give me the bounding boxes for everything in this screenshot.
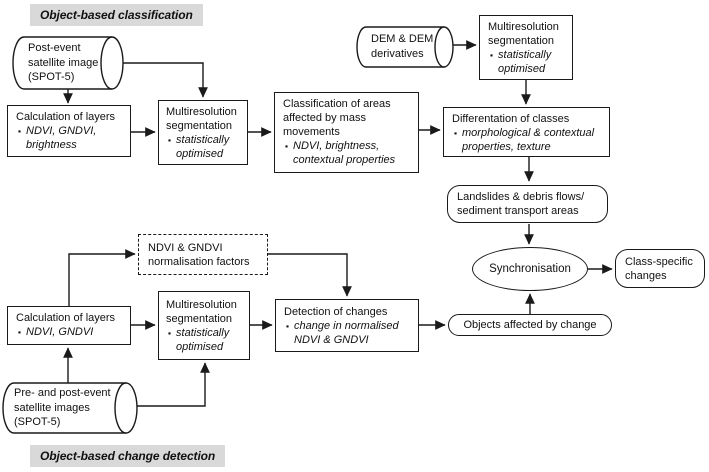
section-header-classification: Object-based classification	[30, 4, 203, 26]
bullet-list: ▪ morphological & contextual properties,…	[454, 127, 595, 153]
bullet-icon: ▪	[168, 135, 172, 145]
arrow-postevent-to-segmentation	[123, 62, 208, 98]
bullet-icon: ▪	[285, 141, 289, 151]
objects-affected-box: Objects affected by change	[448, 314, 612, 336]
calc-layers-top-box: Calculation of layers ▪ NDVI, GNDVI, bri…	[7, 105, 131, 157]
segmentation-classification-box: Multiresolution segmentation ▪ statistic…	[158, 100, 248, 165]
landslides-result-box: Landslides & debris flows/ sediment tran…	[447, 185, 608, 223]
synchronisation-ellipse: Synchronisation	[472, 247, 588, 291]
postevent-cylinder-cap	[100, 36, 124, 90]
segmentation-change-box: Multiresolution segmentation ▪ statistic…	[158, 291, 250, 360]
dem-cylinder-cap	[434, 26, 454, 68]
postevent-cylinder-label: Post-event satellite image (SPOT-5)	[28, 42, 99, 83]
detection-changes-box: Detection of changes ▪ change in normali…	[275, 299, 419, 352]
prepost-cylinder-cap	[114, 382, 138, 434]
bullet-list: ▪ NDVI, brightness, contextual propertie…	[285, 140, 396, 166]
arrow-normalisation-to-detection	[268, 253, 352, 297]
segmentation-dem-box: Multiresolution segmentation ▪ statistic…	[479, 15, 573, 80]
arrow-prepost-to-segmentation	[137, 362, 210, 407]
normalisation-factors-box: NDVI & GNDVI normalisation factors	[138, 234, 268, 275]
prepost-cylinder-shape	[2, 382, 126, 434]
bullet-icon: ▪	[490, 50, 494, 60]
bullet-icon: ▪	[286, 321, 290, 331]
bullet-list: ▪ change in normalised NDVI & GNDVI	[286, 320, 399, 346]
bullet-list: ▪ statistically optimised	[168, 327, 230, 353]
bullet-icon: ▪	[18, 327, 22, 337]
bullet-list: ▪ NDVI, GNDVI	[18, 326, 94, 338]
section-header-change-detection: Object-based change detection	[30, 445, 226, 467]
bullet-icon: ▪	[18, 126, 22, 136]
bullet-list: ▪ NDVI, GNDVI, brightness	[18, 125, 97, 151]
differentation-box: Differentation of classes ▪ morphologica…	[443, 107, 610, 157]
classification-areas-box: Classification of areas affected by mass…	[274, 92, 419, 173]
dem-cylinder-shape	[356, 26, 444, 68]
postevent-cylinder-shape	[12, 36, 112, 90]
arrow-calcbottom-to-normalisation	[68, 249, 136, 306]
calc-layers-bottom-box: Calculation of layers ▪ NDVI, GNDVI	[7, 306, 131, 345]
class-specific-changes-box: Class-specific changes	[615, 249, 705, 288]
prepost-cylinder-label: Pre- and post-event satellite images (SP…	[14, 387, 111, 428]
bullet-icon: ▪	[168, 328, 172, 338]
bullet-icon: ▪	[454, 128, 458, 138]
dem-cylinder-label: DEM & DEM derivatives	[371, 33, 434, 60]
bullet-list: ▪ statistically optimised	[168, 134, 230, 160]
bullet-list: ▪ statistically optimised	[490, 49, 552, 75]
